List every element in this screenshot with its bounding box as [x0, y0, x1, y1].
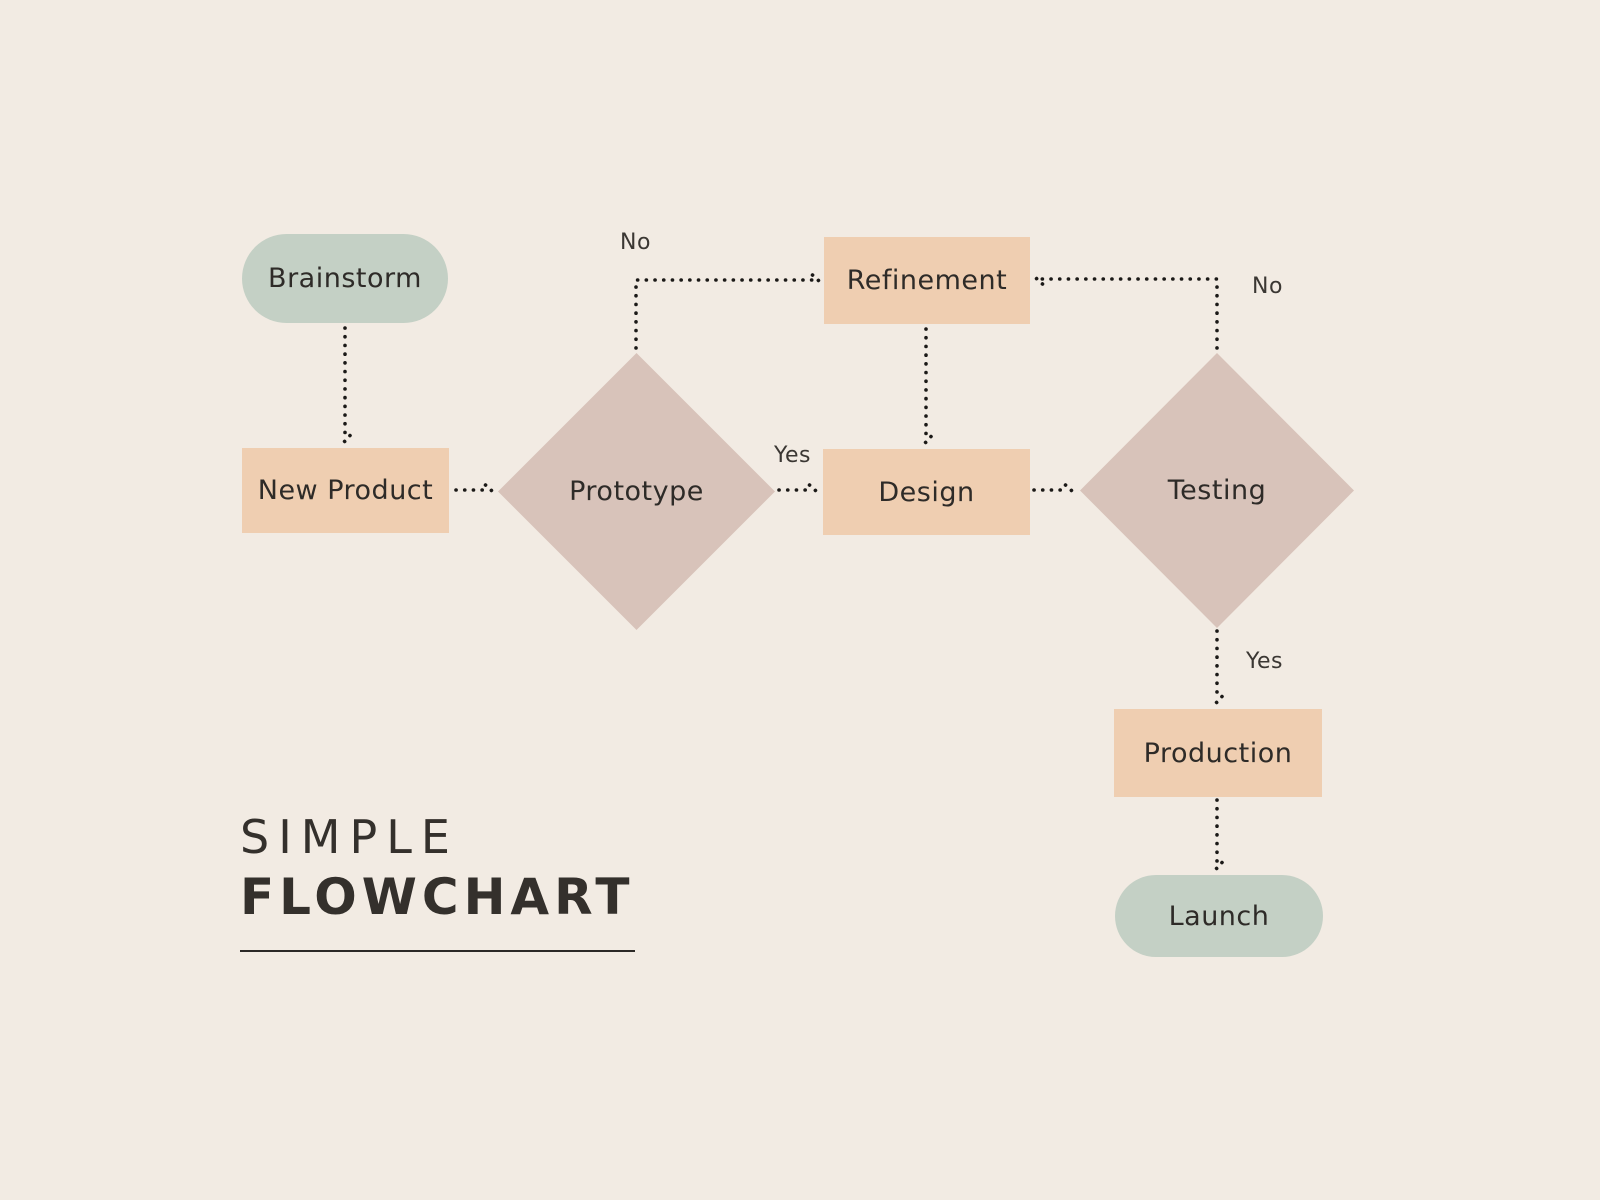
node-new-product: New Product [242, 448, 449, 533]
edge-prototype-to-refinement-no [634, 280, 813, 348]
node-brainstorm-label: Brainstorm [268, 263, 422, 294]
node-launch: Launch [1115, 875, 1323, 957]
node-testing-label: Testing [1167, 475, 1267, 506]
edge-label-testing-yes: Yes [1246, 649, 1284, 674]
node-launch-label: Launch [1168, 900, 1270, 932]
node-production: Production [1114, 709, 1322, 797]
node-production-label: Production [1143, 737, 1293, 769]
title-underline [240, 950, 635, 952]
title-line2: FLOWCHART [240, 868, 635, 926]
node-prototype-label: Prototype [569, 476, 704, 507]
title-block: SIMPLE FLOWCHART [240, 808, 640, 952]
node-design-label: Design [878, 476, 975, 508]
node-refinement: Refinement [824, 237, 1030, 324]
node-brainstorm: Brainstorm [242, 234, 448, 323]
node-new-product-label: New Product [257, 475, 434, 506]
title-line1: SIMPLE [240, 810, 459, 864]
node-refinement-label: Refinement [846, 265, 1008, 296]
edge-label-prototype-no: No [620, 230, 651, 255]
edge-label-prototype-yes: Yes [774, 443, 812, 468]
edge-label-testing-no: No [1252, 274, 1283, 299]
edge-testing-to-refinement-no [1042, 279, 1219, 348]
node-design: Design [823, 449, 1030, 535]
